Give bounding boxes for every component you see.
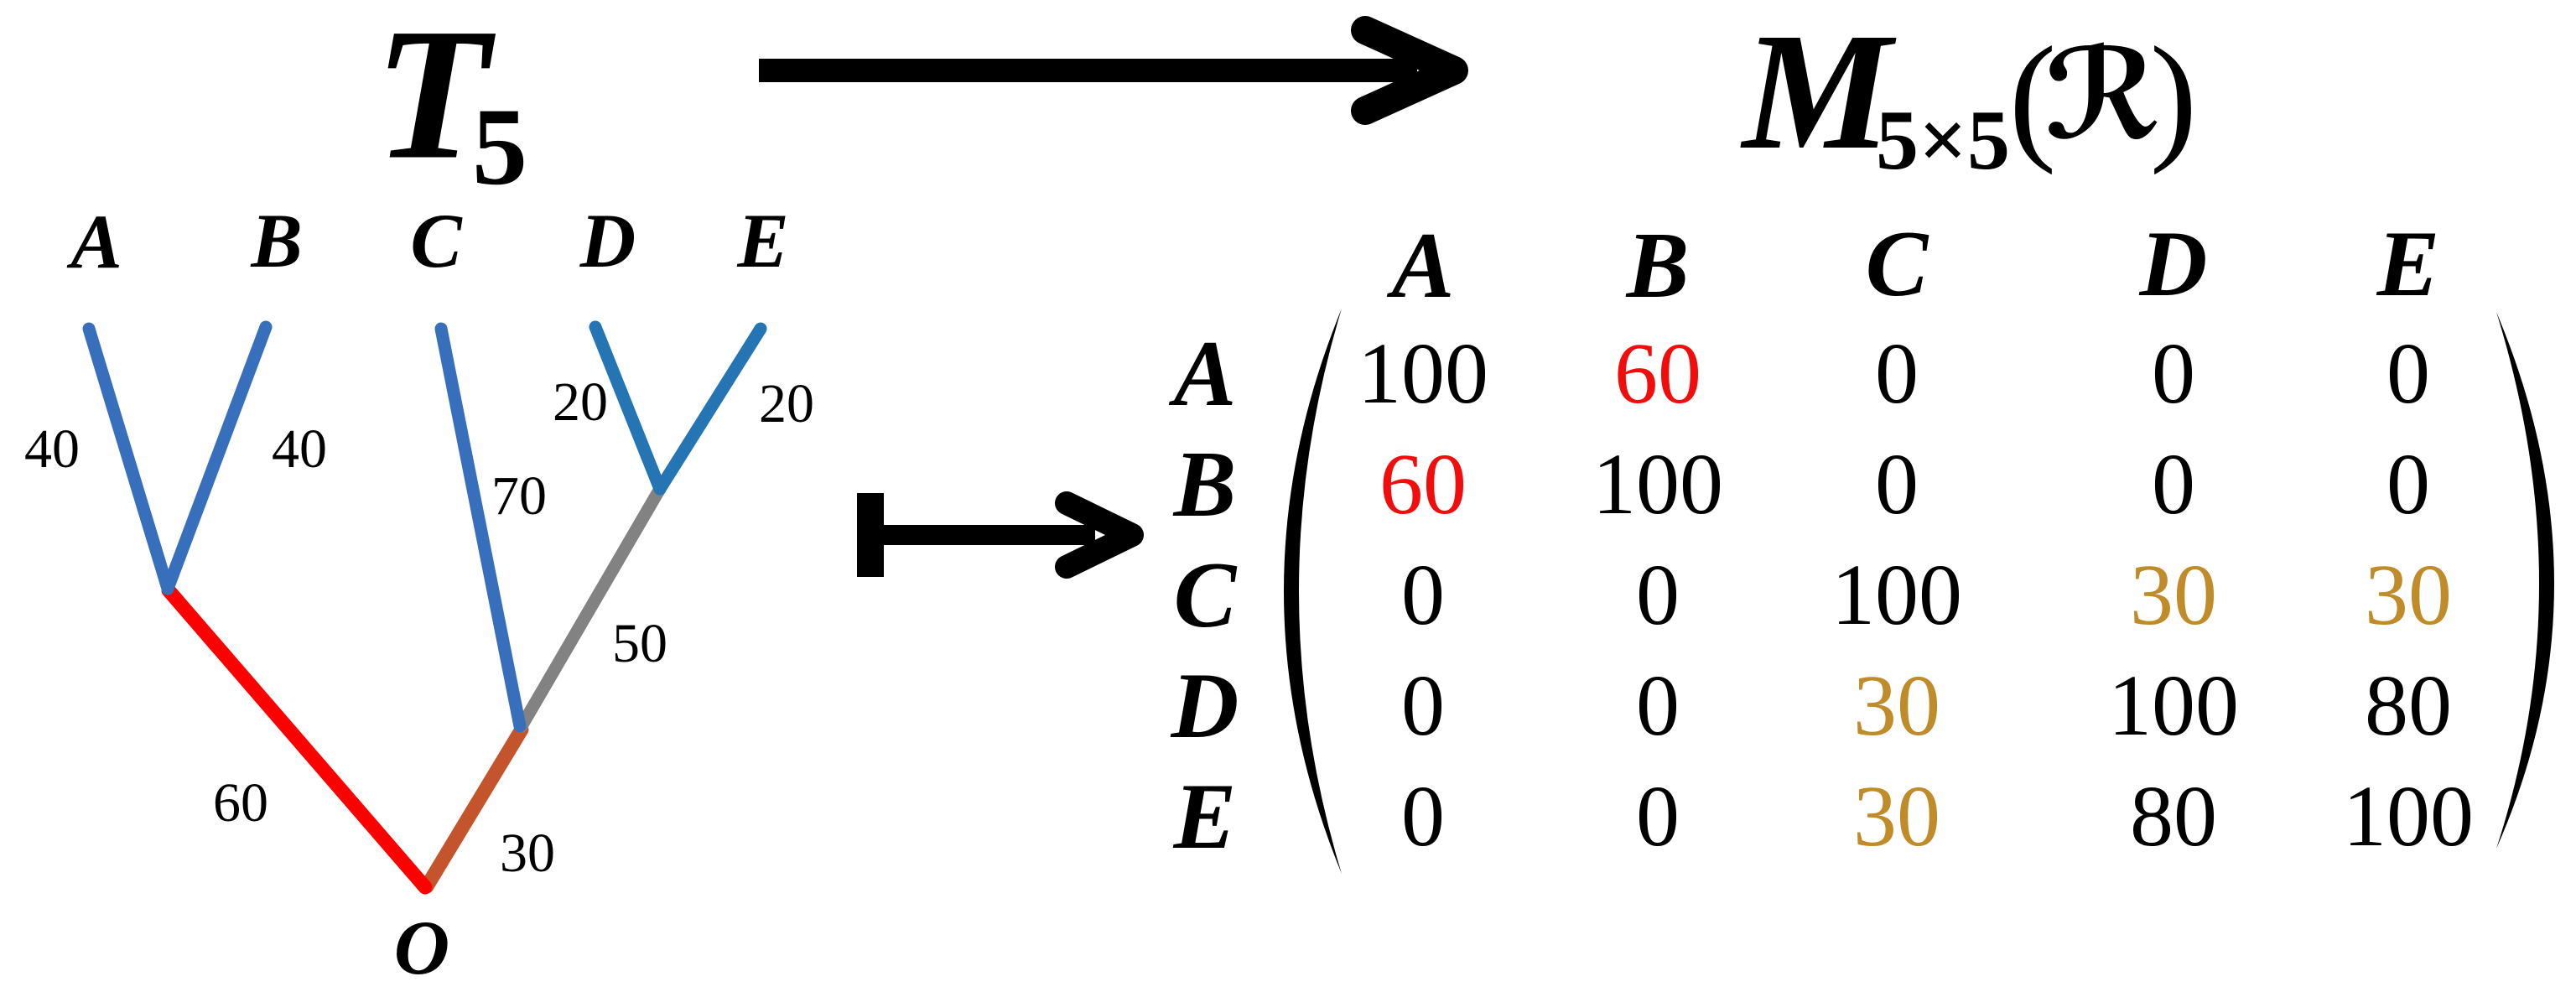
matrix-col-header-d: D <box>2139 212 2208 316</box>
tree-edge-leaf-b <box>161 320 273 595</box>
matrix-col-header-e: E <box>2376 212 2440 316</box>
leaf-label-e: E <box>737 198 789 283</box>
matrix-col-header-a: A <box>1391 214 1455 318</box>
tree-edge-de-cde <box>515 482 667 733</box>
matrix-cell-b-b: 100 <box>1592 436 1723 532</box>
matrix-cell-e-b: 0 <box>1636 768 1680 865</box>
matrix-col-header-b: B <box>1626 214 1690 318</box>
matrix-cell-d-b: 0 <box>1636 657 1680 754</box>
weight-branch-b: 40 <box>272 418 327 480</box>
weight-branch-ab: 60 <box>213 772 268 834</box>
matrix-title-open-paren: ( <box>2008 18 2057 175</box>
matrix-col-header-c: C <box>1865 212 1929 316</box>
tree-edge-leaf-d <box>589 320 667 496</box>
mapsto-head <box>1055 491 1144 579</box>
matrix-cell-d-e: 80 <box>2365 657 2452 754</box>
tree-edge-cde-root <box>419 722 529 894</box>
weight-branch-cde: 30 <box>500 823 555 884</box>
matrix-cell-b-e: 0 <box>2386 436 2430 532</box>
matrix-cell-d-c: 30 <box>1853 657 1940 754</box>
matrix-cell-e-d: 80 <box>2130 768 2217 865</box>
matrix-cell-b-d: 0 <box>2152 436 2195 532</box>
matrix-cell-a-e: 0 <box>2386 325 2430 422</box>
matrix-cell-c-c: 100 <box>1831 547 1962 643</box>
matrix-cell-d-d: 100 <box>2108 657 2239 754</box>
matrix-cell-c-a: 0 <box>1401 547 1445 643</box>
tree-edge-ab-root <box>161 583 433 895</box>
matrix-cell-c-d: 30 <box>2130 547 2217 643</box>
matrix-row-header-c: C <box>1173 543 1237 647</box>
weight-branch-d: 20 <box>553 371 608 433</box>
matrix-cell-b-a: 60 <box>1379 436 1467 532</box>
matrix-cell-e-e: 100 <box>2343 768 2474 865</box>
top-arrow-head <box>1351 16 1468 125</box>
leaf-label-b: B <box>251 198 303 283</box>
tree-title-subscript: 5 <box>472 85 527 208</box>
matrix-row-header-d: D <box>1171 654 1239 758</box>
matrix-row-header-e: E <box>1173 765 1237 869</box>
weight-branch-de: 50 <box>612 613 667 674</box>
matrix-row-header-a: A <box>1173 322 1237 426</box>
matrix-cell-a-a: 100 <box>1358 325 1488 422</box>
leaf-label-a: A <box>70 199 122 284</box>
matrix-cell-a-d: 0 <box>2152 325 2195 422</box>
matrix-title-subscript: 5×5 <box>1875 93 2011 188</box>
leaf-label-c: C <box>410 198 462 283</box>
tree-to-matrix-arrow-icon <box>759 16 1468 125</box>
matrix-cell-e-c: 30 <box>1853 768 1940 865</box>
matrix-cell-b-c: 0 <box>1875 436 1919 532</box>
weight-branch-c: 70 <box>491 465 547 527</box>
mapsto-bar <box>857 493 884 577</box>
matrix-cell-c-e: 30 <box>2365 547 2452 643</box>
weight-branch-a: 40 <box>24 418 80 480</box>
mapsto-shaft <box>884 525 1095 545</box>
root-label: O <box>393 905 450 990</box>
maps-to-arrow-icon <box>857 491 1144 579</box>
matrix-title-base: M <box>1742 0 1892 184</box>
tree-edge-leaf-e <box>653 322 767 496</box>
top-arrow-shaft <box>759 59 1417 82</box>
matrix-left-paren <box>1284 309 1342 874</box>
matrix-right-paren <box>2496 312 2554 849</box>
leaf-label-d: D <box>579 198 636 283</box>
matrix-title-close-paren: ) <box>2149 18 2198 175</box>
matrix-cell-c-b: 0 <box>1636 547 1680 643</box>
matrix-title-set-symbol: ℛ <box>2044 21 2162 167</box>
weight-branch-e: 20 <box>759 373 814 434</box>
matrix-row-header-b: B <box>1173 433 1237 537</box>
matrix-cell-e-a: 0 <box>1401 768 1445 865</box>
matrix-cell-d-a: 0 <box>1401 657 1445 754</box>
matrix-cell-a-b: 60 <box>1614 325 1701 422</box>
tree-title-base: T <box>374 0 490 199</box>
tree-edge-leaf-a <box>82 322 174 595</box>
tree-edge-leaf-c <box>434 322 527 733</box>
matrix-cell-a-c: 0 <box>1875 325 1919 422</box>
